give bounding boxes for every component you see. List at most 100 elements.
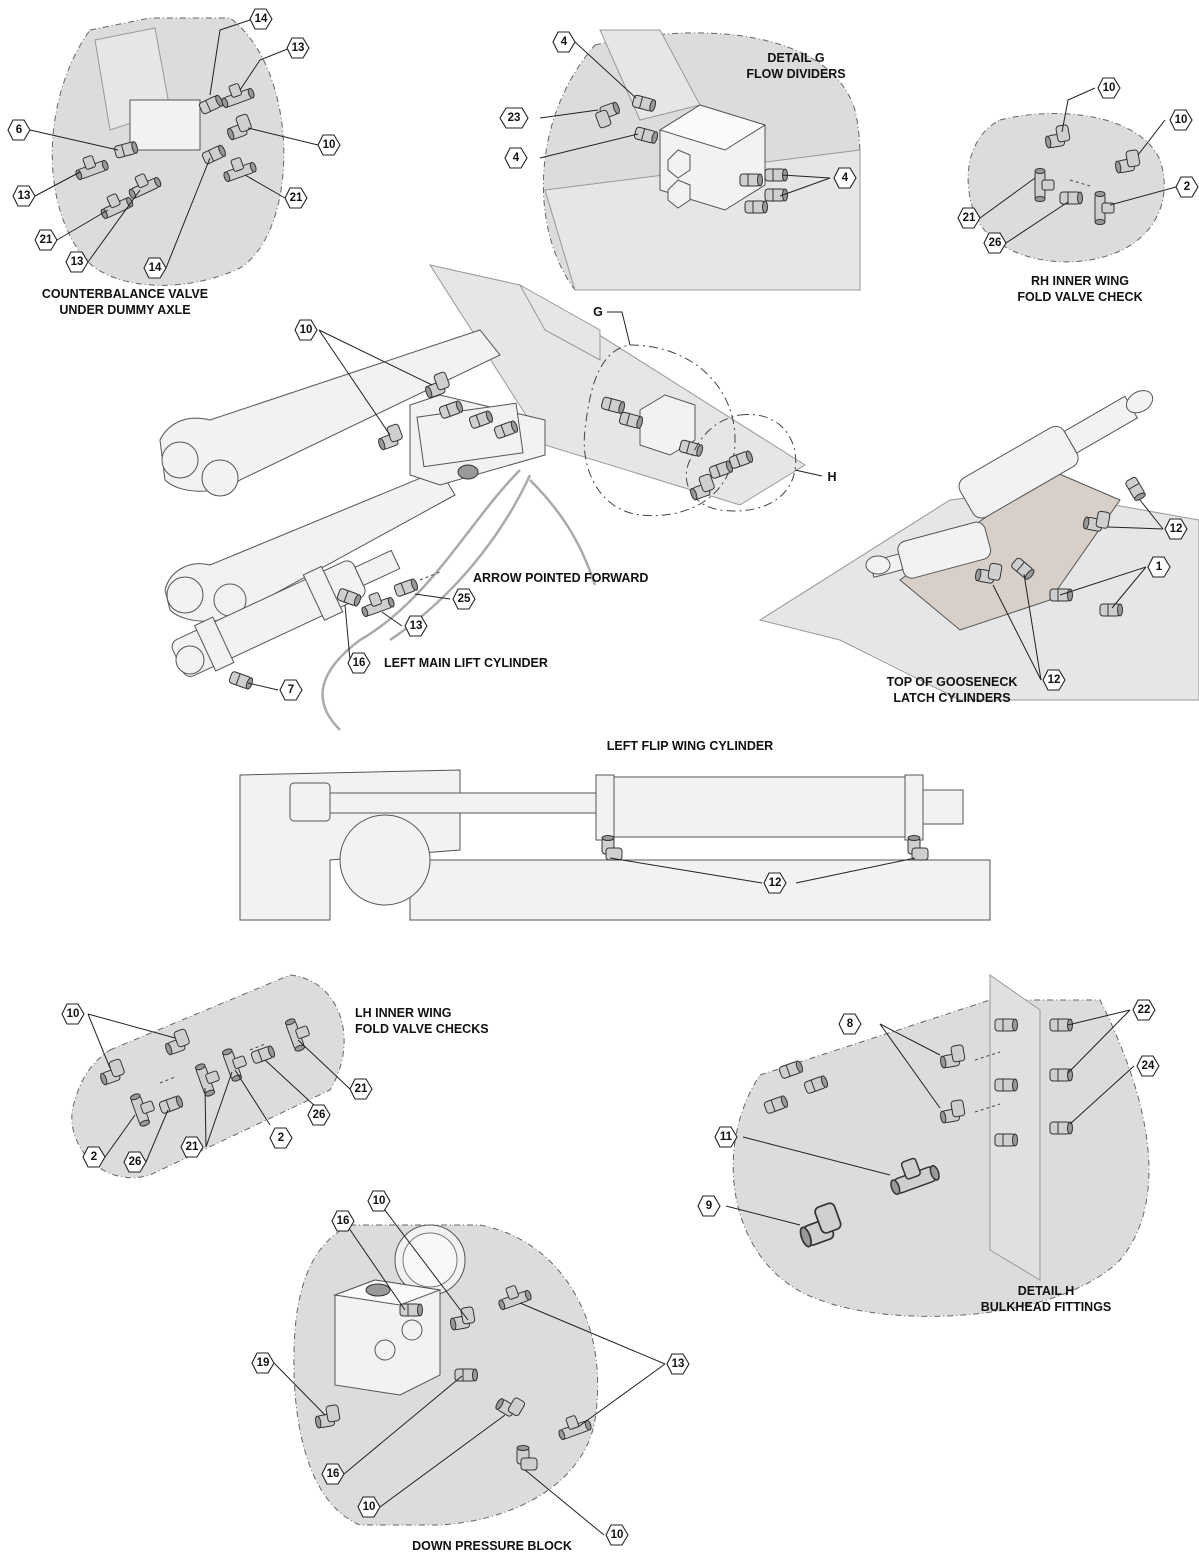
lh-wing-title-line2: FOLD VALVE CHECKS [355, 1022, 489, 1036]
down-pressure-block-detail: DOWN PRESSURE BLOCK [293, 1224, 599, 1553]
balloon: 13 [12, 185, 36, 207]
rh-wing-title-line2: FOLD VALVE CHECK [1017, 290, 1142, 304]
down-pressure-title: DOWN PRESSURE BLOCK [412, 1539, 572, 1553]
balloon: 4 [833, 167, 857, 189]
gooseneck-title-line2: LATCH CYLINDERS [893, 691, 1010, 705]
lh-inner-wing-detail: LH INNER WING FOLD VALVE CHECKS [71, 974, 489, 1179]
gooseneck-latch-detail: TOP OF GOOSENECK LATCH CYLINDERS [758, 390, 1199, 705]
balloon: 2 [269, 1127, 293, 1149]
balloon: 9 [697, 1195, 721, 1217]
detail-h-bulkhead: DETAIL H BULKHEAD FITTINGS [732, 974, 1150, 1317]
svg-text:26: 26 [129, 1156, 142, 1168]
balloon: 13 [65, 251, 89, 273]
balloon: 8 [838, 1013, 862, 1035]
svg-text:6: 6 [16, 124, 22, 136]
balloon: 4 [552, 31, 576, 53]
balloon: 7 [279, 679, 303, 701]
balloon: 21 [957, 207, 981, 229]
balloon: 19 [251, 1352, 275, 1374]
counterbalance-title-line1: COUNTERBALANCE VALVE [42, 287, 208, 301]
balloon: 14 [249, 8, 273, 30]
straight-fitting [744, 200, 768, 214]
balloon: 21 [34, 229, 58, 251]
svg-text:25: 25 [458, 593, 471, 605]
straight-fitting [994, 1133, 1018, 1147]
straight-fitting [994, 1078, 1018, 1092]
straight-fitting [1049, 1068, 1073, 1082]
balloon: 13 [404, 615, 428, 637]
balloon: 21 [349, 1078, 373, 1100]
balloon: 16 [321, 1463, 345, 1485]
svg-text:23: 23 [508, 112, 521, 124]
balloon: 23 [499, 107, 529, 129]
svg-text:10: 10 [1103, 82, 1116, 94]
svg-text:10: 10 [1175, 114, 1188, 126]
lh-wing-title-line1: LH INNER WING [355, 1006, 452, 1020]
balloon: 13 [666, 1353, 690, 1375]
straight-fitting [739, 173, 763, 187]
balloon: 16 [347, 652, 371, 674]
left-main-lift-title: LEFT MAIN LIFT CYLINDER [384, 656, 548, 670]
svg-text:12: 12 [1170, 523, 1183, 535]
detail-g-title-line2: FLOW DIVIDERS [746, 67, 845, 81]
svg-text:13: 13 [71, 256, 84, 268]
svg-text:10: 10 [363, 1501, 376, 1513]
gooseneck-title-line1: TOP OF GOOSENECK [887, 675, 1018, 689]
balloon: 12 [1164, 518, 1188, 540]
counterbalance-title-line2: UNDER DUMMY AXLE [59, 303, 190, 317]
svg-text:21: 21 [186, 1141, 199, 1153]
svg-text:4: 4 [561, 36, 568, 48]
rh-wing-title-line1: RH INNER WING [1031, 274, 1129, 288]
balloon: 14 [143, 257, 167, 279]
balloon: 12 [1042, 669, 1066, 691]
svg-text:26: 26 [313, 1109, 326, 1121]
svg-text:10: 10 [300, 324, 313, 336]
counterbalance-detail: COUNTERBALANCE VALVE UNDER DUMMY AXLE [42, 17, 285, 317]
svg-text:7: 7 [288, 684, 294, 696]
svg-text:13: 13 [18, 190, 31, 202]
svg-text:12: 12 [1048, 674, 1061, 686]
svg-text:22: 22 [1138, 1004, 1151, 1016]
balloon: 10 [317, 134, 341, 156]
svg-text:16: 16 [337, 1215, 350, 1227]
svg-text:14: 14 [149, 262, 162, 274]
rh-inner-wing-detail: RH INNER WING FOLD VALVE CHECK [967, 112, 1165, 304]
balloon: 11 [714, 1126, 738, 1148]
balloon: 10 [357, 1496, 381, 1518]
arrow-forward-label: ARROW POINTED FORWARD [473, 571, 648, 585]
balloon: 4 [504, 147, 528, 169]
svg-text:4: 4 [842, 172, 849, 184]
detail-g-flow-dividers: DETAIL G FLOW DIVIDERS [542, 29, 861, 291]
detail-h-title-line2: BULKHEAD FITTINGS [981, 1300, 1112, 1314]
balloon: 10 [294, 319, 318, 341]
svg-text:14: 14 [255, 13, 268, 25]
svg-text:9: 9 [706, 1200, 712, 1212]
svg-text:13: 13 [410, 620, 423, 632]
elbow-fitting [907, 835, 929, 861]
balloon: 16 [331, 1210, 355, 1232]
balloon: 10 [61, 1003, 85, 1025]
svg-text:26: 26 [989, 237, 1002, 249]
balloon: 2 [82, 1146, 106, 1168]
straight-fitting [1059, 191, 1083, 205]
svg-text:13: 13 [672, 1358, 685, 1370]
main-lift-assembly: ARROW POINTED FORWARD LEFT MAIN LIFT CYL… [159, 264, 837, 731]
svg-text:10: 10 [611, 1529, 624, 1541]
detail-h-title-line1: DETAIL H [1018, 1284, 1074, 1298]
svg-text:12: 12 [769, 877, 782, 889]
svg-text:13: 13 [292, 42, 305, 54]
straight-fitting [1099, 603, 1123, 617]
svg-text:10: 10 [67, 1008, 80, 1020]
svg-text:21: 21 [290, 192, 303, 204]
svg-text:21: 21 [40, 234, 53, 246]
elbow-fitting [601, 835, 623, 861]
detail-letter-h: H [827, 470, 836, 484]
balloon: 25 [452, 588, 476, 610]
balloon: 13 [286, 37, 310, 59]
balloon: 26 [983, 232, 1007, 254]
svg-text:2: 2 [1184, 181, 1190, 193]
svg-text:8: 8 [847, 1018, 854, 1030]
svg-text:10: 10 [373, 1195, 386, 1207]
balloon: 10 [367, 1190, 391, 1212]
